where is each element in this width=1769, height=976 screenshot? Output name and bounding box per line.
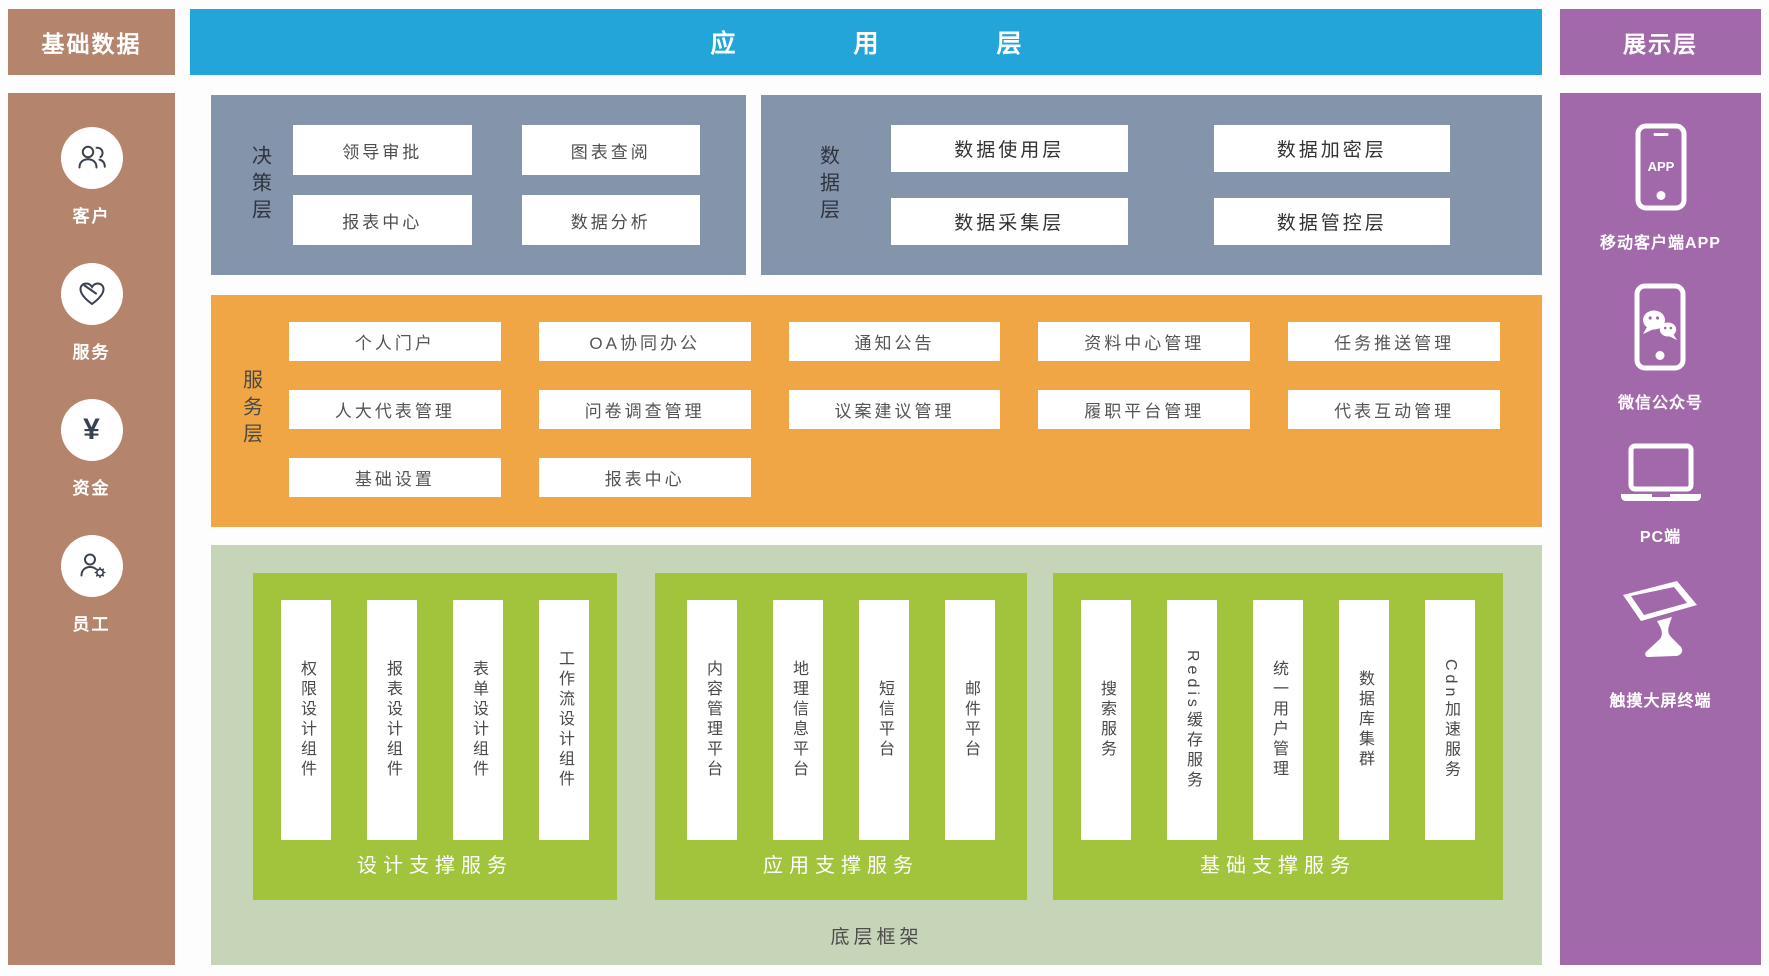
foundation-card[interactable]: 搜索服务: [1081, 600, 1131, 840]
service-layer-block: 服务层 个人门户 OA协同办公 通知公告 资料中心管理 任务推送管理 人大代表管…: [211, 295, 1542, 527]
display-layer-header: 展示层: [1560, 9, 1761, 75]
laptop-icon: [1619, 443, 1703, 510]
service-button[interactable]: 人大代表管理: [289, 390, 501, 429]
base-data-item-service[interactable]: 服务: [60, 263, 123, 363]
display-item-wechat[interactable]: 微信公众号: [1618, 283, 1703, 413]
foundation-card[interactable]: 统一用户管理: [1253, 600, 1303, 840]
data-layer-button[interactable]: 数据采集层: [891, 198, 1128, 245]
foundation-card[interactable]: 短信平台: [859, 600, 909, 840]
data-layer-label: 数据层: [816, 144, 839, 226]
data-layer-grid: 数据使用层 数据加密层 数据采集层 数据管控层: [891, 125, 1450, 245]
foundation-framework-block: 权限设计组件 报表设计组件 表单设计组件 工作流设计组件 设计支撑服务 内容管理…: [211, 545, 1542, 965]
display-item-label: 微信公众号: [1617, 395, 1703, 412]
foundation-card[interactable]: 工作流设计组件: [539, 600, 589, 840]
foundation-card[interactable]: 表单设计组件: [453, 600, 503, 840]
service-button[interactable]: 议案建议管理: [788, 390, 1001, 429]
foundation-card[interactable]: Redis缓存服务: [1167, 600, 1217, 840]
decision-layer-block: 决策层 领导审批 图表查阅 报表中心 数据分析: [211, 95, 746, 275]
foundation-card[interactable]: 权限设计组件: [281, 600, 331, 840]
data-layer-button[interactable]: 数据加密层: [1213, 125, 1450, 172]
service-button[interactable]: 通知公告: [788, 322, 1001, 361]
funds-yen-icon: ¥: [60, 399, 123, 461]
data-layer-button[interactable]: 数据使用层: [891, 125, 1128, 172]
service-layer-grid: 个人门户 OA协同办公 通知公告 资料中心管理 任务推送管理 人大代表管理 问卷…: [289, 322, 1500, 497]
application-support-label: 应用支撑服务: [763, 855, 919, 877]
decision-button[interactable]: 图表查阅: [521, 125, 700, 175]
mobile-app-icon: APP: [1635, 123, 1687, 216]
display-layer-panel: APP 移动客户端APP: [1560, 93, 1761, 965]
service-button[interactable]: OA协同办公: [538, 322, 751, 361]
application-layer-title: 应用层: [710, 30, 1140, 58]
foundation-card[interactable]: 内容管理平台: [687, 600, 737, 840]
service-button[interactable]: 任务推送管理: [1288, 322, 1500, 361]
display-item-mobile-app[interactable]: APP 移动客户端APP: [1600, 123, 1721, 253]
base-data-item-funds[interactable]: ¥ 资金: [60, 399, 123, 499]
display-item-touch-kiosk[interactable]: 触摸大屏终端: [1609, 577, 1711, 711]
display-item-pc[interactable]: PC端: [1619, 443, 1703, 547]
foundation-card[interactable]: Cdn加速服务: [1425, 600, 1475, 840]
service-button[interactable]: 代表互动管理: [1288, 390, 1500, 429]
foundation-card[interactable]: 数据库集群: [1339, 600, 1389, 840]
service-button[interactable]: 履职平台管理: [1038, 390, 1251, 429]
base-data-item-label: 服务: [72, 343, 111, 362]
service-button[interactable]: 个人门户: [289, 322, 501, 361]
employee-gear-icon: [60, 535, 123, 597]
app-badge-text: APP: [1647, 159, 1674, 174]
display-layer-title: 展示层: [1623, 31, 1698, 57]
design-support-label: 设计支撑服务: [357, 855, 513, 877]
decision-button[interactable]: 数据分析: [521, 195, 700, 245]
service-layer-label: 服务层: [239, 369, 262, 450]
service-heart-icon: [60, 263, 123, 325]
base-data-item-label: 员工: [72, 615, 111, 634]
foundation-card[interactable]: 邮件平台: [945, 600, 995, 840]
service-button[interactable]: 基础设置: [289, 458, 501, 497]
base-data-header: 基础数据: [8, 9, 175, 75]
decision-layer-label: 决策层: [248, 144, 271, 226]
base-support-label: 基础支撑服务: [1200, 855, 1356, 877]
decision-button[interactable]: 报表中心: [293, 195, 472, 245]
data-layer-block: 数据层 数据使用层 数据加密层 数据采集层 数据管控层: [761, 95, 1542, 275]
base-data-item-label: 资金: [72, 479, 111, 498]
base-data-item-label: 客户: [72, 207, 111, 226]
application-layer-header: 应用层: [190, 9, 1542, 75]
application-support-group: 内容管理平台 地理信息平台 短信平台 邮件平台 应用支撑服务: [655, 573, 1027, 900]
display-item-label: PC端: [1639, 529, 1682, 546]
foundation-card[interactable]: 报表设计组件: [367, 600, 417, 840]
foundation-framework-label: 底层框架: [830, 927, 923, 948]
data-layer-button[interactable]: 数据管控层: [1213, 198, 1450, 245]
service-button[interactable]: 资料中心管理: [1038, 322, 1251, 361]
base-support-group: 搜索服务 Redis缓存服务 统一用户管理 数据库集群 Cdn加速服务 基础支撑…: [1053, 573, 1503, 900]
base-data-panel: 客户 服务 ¥ 资金: [8, 93, 175, 965]
base-data-item-employee[interactable]: 员工: [60, 535, 123, 635]
design-support-group: 权限设计组件 报表设计组件 表单设计组件 工作流设计组件 设计支撑服务: [253, 573, 617, 900]
display-item-label: 触摸大屏终端: [1609, 693, 1712, 710]
decision-layer-grid: 领导审批 图表查阅 报表中心 数据分析: [293, 125, 700, 245]
touch-kiosk-icon: [1617, 577, 1703, 674]
base-data-item-customers[interactable]: 客户: [60, 127, 123, 227]
decision-button[interactable]: 领导审批: [293, 125, 472, 175]
display-item-label: 移动客户端APP: [1600, 235, 1721, 252]
wechat-icon: [1634, 283, 1686, 376]
customers-icon: [60, 127, 123, 189]
base-data-title: 基础数据: [41, 31, 142, 57]
foundation-card[interactable]: 地理信息平台: [773, 600, 823, 840]
service-button[interactable]: 报表中心: [538, 458, 751, 497]
service-button[interactable]: 问卷调查管理: [538, 390, 751, 429]
